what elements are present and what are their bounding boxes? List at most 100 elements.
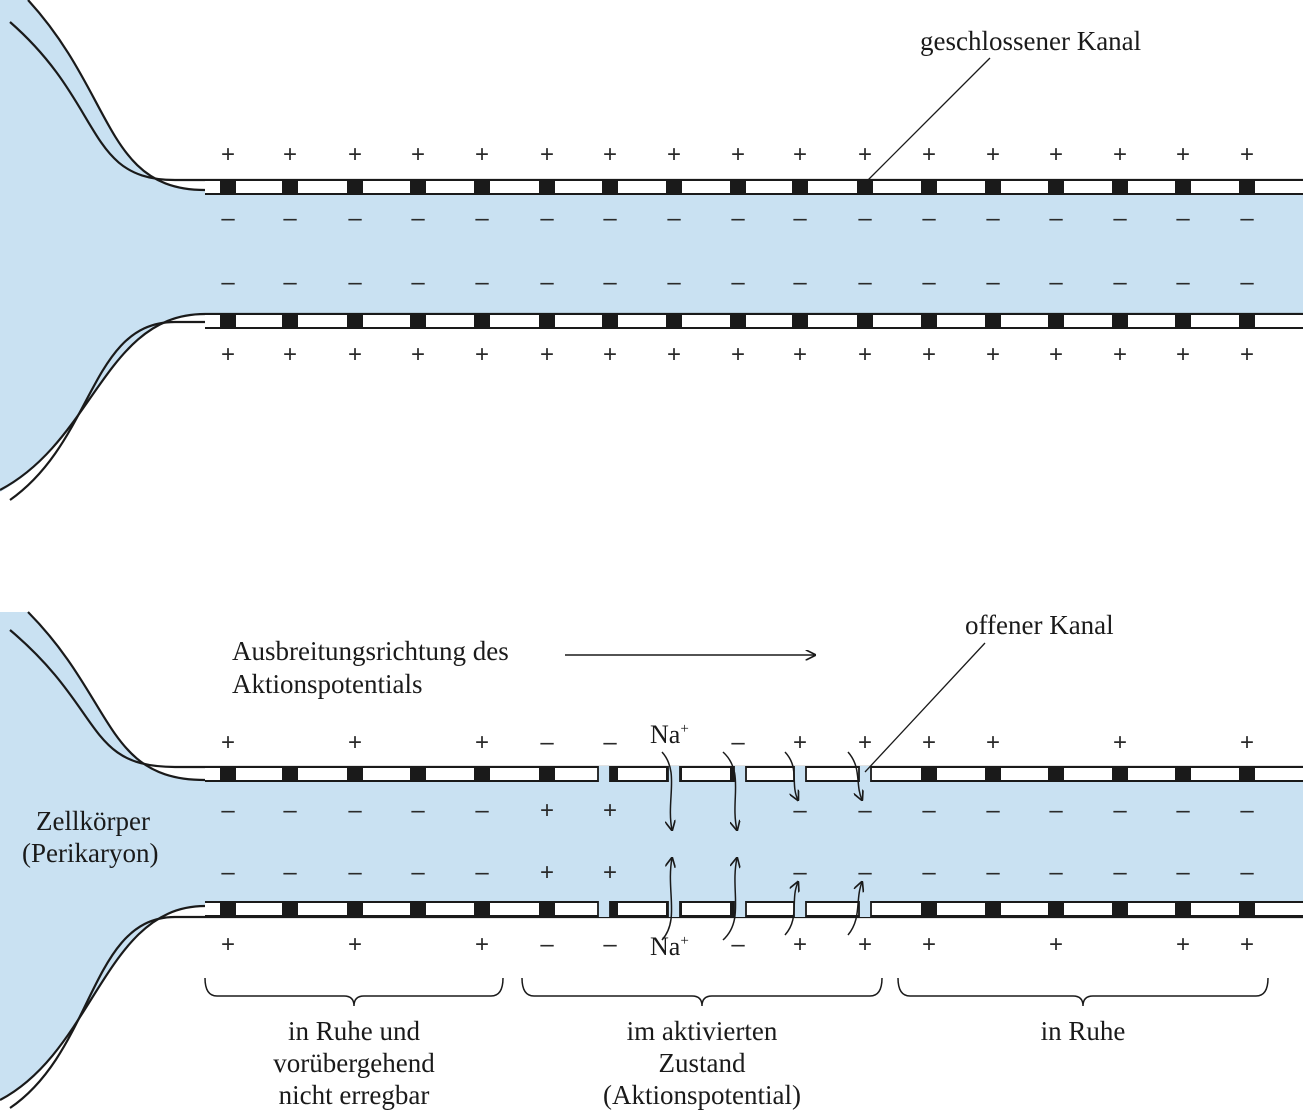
axon-cytoplasm	[0, 0, 1303, 492]
inner-charge: –	[411, 269, 425, 296]
inner-charge: –	[1113, 269, 1127, 296]
inner-charge: –	[475, 859, 489, 886]
callout-line	[864, 642, 986, 773]
inner-charge: +	[603, 797, 617, 824]
inner-charge: –	[1176, 859, 1190, 886]
inner-charge: –	[922, 269, 936, 296]
closed-channel	[410, 901, 426, 917]
outer-charge: +	[283, 141, 297, 168]
sodium-ion-label-top: Na+	[650, 720, 689, 749]
inner-charge: –	[986, 797, 1000, 824]
open-channel	[794, 766, 806, 782]
inner-charge: –	[922, 797, 936, 824]
propagation-label: Aktionspotentials	[232, 669, 423, 699]
closed-channel	[474, 766, 490, 782]
closed-channel	[730, 179, 746, 195]
outer-charge: –	[603, 729, 617, 756]
outer-charge: +	[411, 141, 425, 168]
outer-charge: +	[858, 141, 872, 168]
inner-charge: –	[221, 269, 235, 296]
inner-charge: –	[1049, 205, 1063, 232]
region-brace	[897, 977, 1269, 1007]
closed-channel	[220, 179, 236, 195]
inner-charge: –	[348, 205, 362, 232]
closed-channel	[602, 313, 618, 329]
outer-charge: +	[1240, 729, 1254, 756]
closed-channel	[921, 313, 937, 329]
inner-charge: –	[1176, 797, 1190, 824]
inner-charge: –	[475, 269, 489, 296]
inner-charge: –	[922, 859, 936, 886]
closed-channel	[985, 766, 1001, 782]
outer-charge: +	[475, 341, 489, 368]
closed-channel	[730, 313, 746, 329]
outer-charge: +	[793, 931, 807, 958]
region-label: nicht erregbar	[279, 1080, 430, 1110]
panel-resting-axon: +++++++++++++++++–––––––––––––––––––––––…	[0, 0, 1303, 501]
inner-charge: –	[667, 205, 681, 232]
inner-charge: –	[1176, 269, 1190, 296]
outer-charge: +	[603, 341, 617, 368]
inner-charge: –	[858, 269, 872, 296]
region-label: vorübergehend	[273, 1048, 435, 1078]
outer-charge: +	[348, 341, 362, 368]
outer-charge: +	[283, 341, 297, 368]
inner-charge: –	[221, 859, 235, 886]
sodium-ion-label-bottom: Na+	[650, 932, 689, 961]
inner-charge: +	[540, 797, 554, 824]
inner-membrane-line	[27, 0, 1303, 192]
closed-channel	[1048, 901, 1064, 917]
region-label: Zustand	[659, 1048, 746, 1078]
open-channel	[859, 901, 871, 917]
inner-charge: –	[858, 859, 872, 886]
inner-membrane-line	[0, 312, 1303, 491]
closed-channel	[1175, 766, 1191, 782]
cell-body-label: (Perikaryon)	[22, 838, 158, 868]
inner-charge: –	[1176, 205, 1190, 232]
outer-charge: +	[411, 341, 425, 368]
closed-channel	[1239, 313, 1255, 329]
open-channel	[859, 766, 871, 782]
closed-channel	[666, 313, 682, 329]
outer-membrane-line	[9, 629, 1303, 769]
inner-charge: –	[603, 269, 617, 296]
inner-charge: –	[858, 797, 872, 824]
inner-membrane-line	[0, 904, 1303, 1101]
outer-charge: +	[348, 729, 362, 756]
closed-channel	[347, 179, 363, 195]
closed-channel	[985, 179, 1001, 195]
outer-charge: +	[475, 141, 489, 168]
closed-channel	[220, 313, 236, 329]
closed-channel	[602, 179, 618, 195]
closed-channel	[282, 901, 298, 917]
outer-charge: –	[731, 729, 745, 756]
inner-charge: –	[603, 205, 617, 232]
closed-channel	[1175, 179, 1191, 195]
inner-charge: –	[1113, 797, 1127, 824]
outer-charge: +	[1049, 141, 1063, 168]
outer-charge: –	[603, 931, 617, 958]
outer-charge: –	[540, 729, 554, 756]
closed-channel	[474, 179, 490, 195]
inner-charge: –	[1049, 859, 1063, 886]
outer-charge: +	[1176, 341, 1190, 368]
inner-charge: –	[411, 859, 425, 886]
closed-channel	[347, 901, 363, 917]
outer-charge: +	[1176, 141, 1190, 168]
outer-charge: +	[793, 141, 807, 168]
outer-charge: +	[731, 341, 745, 368]
outer-charge: +	[221, 341, 235, 368]
closed-channel	[1239, 766, 1255, 782]
inner-charge: –	[540, 269, 554, 296]
open-channel	[794, 901, 806, 917]
outer-charge: +	[221, 931, 235, 958]
outer-charge: +	[348, 931, 362, 958]
outer-charge: +	[221, 729, 235, 756]
inner-charge: –	[1240, 205, 1254, 232]
outer-charge: +	[1240, 341, 1254, 368]
closed-channel	[985, 313, 1001, 329]
closed-channel	[1112, 766, 1128, 782]
inner-membrane-line	[27, 611, 1303, 782]
inner-charge: –	[475, 797, 489, 824]
influx-arrow	[661, 858, 672, 941]
